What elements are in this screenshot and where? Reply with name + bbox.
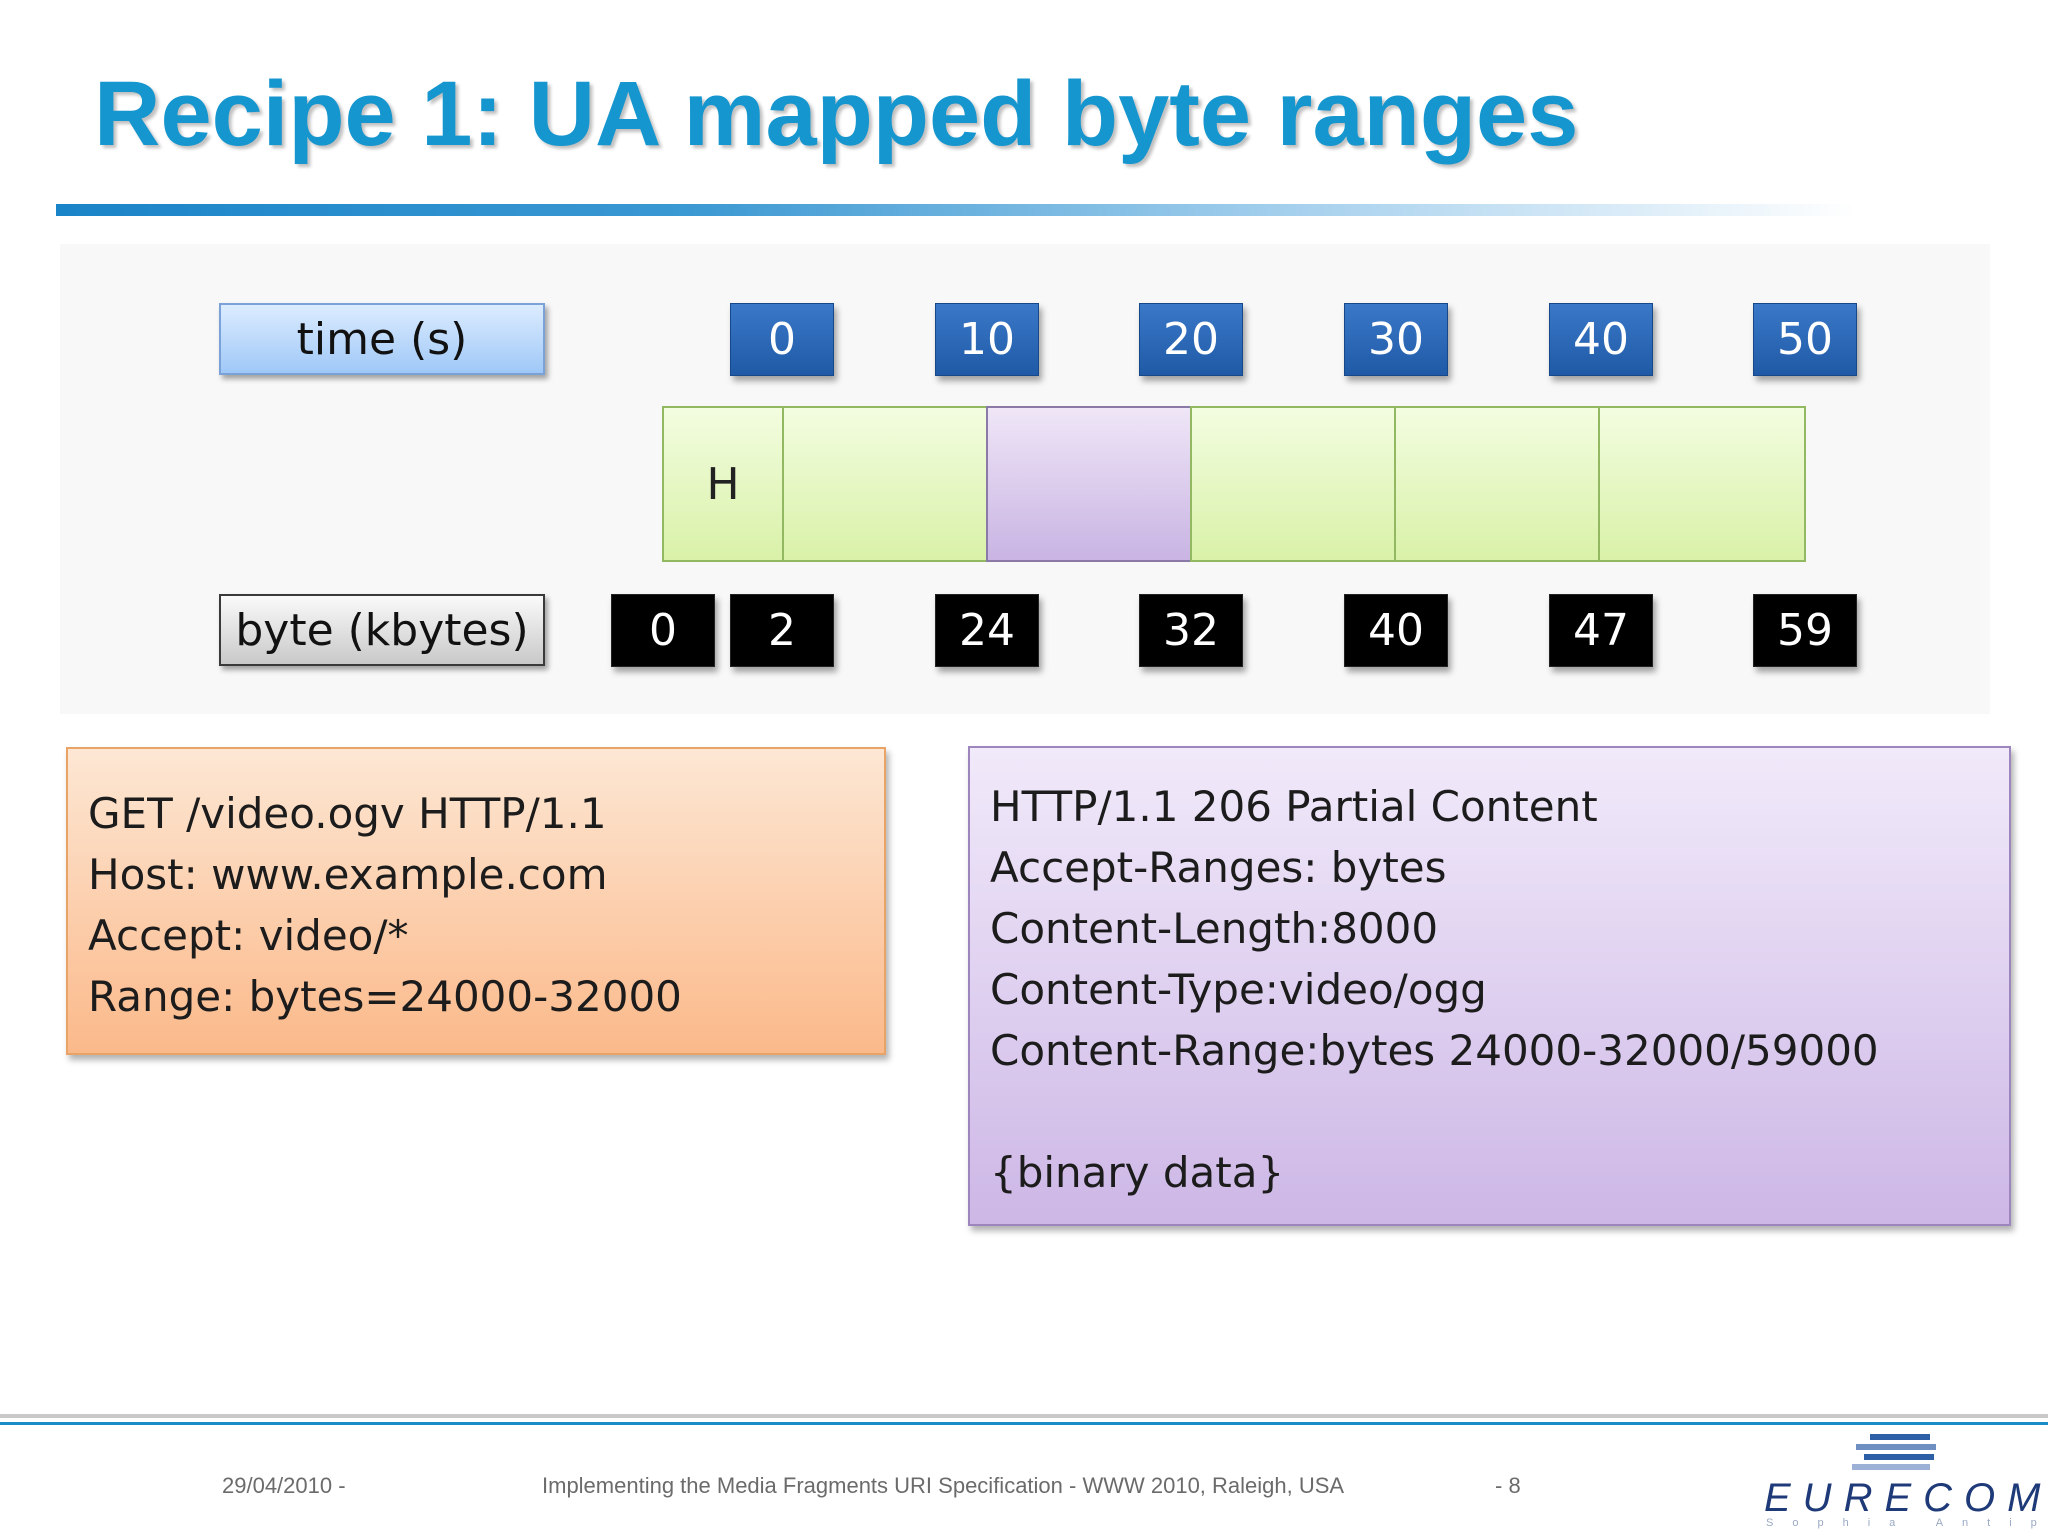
request-header-host: Host: www.example.com: [88, 850, 608, 899]
byte-tick: 24: [935, 594, 1039, 667]
footer-presentation-title: Implementing the Media Fragments URI Spe…: [542, 1473, 1345, 1498]
byte-axis-label: byte (kbytes): [219, 594, 545, 666]
response-header-accept-ranges: Accept-Ranges: bytes: [990, 843, 1447, 892]
response-header-content-length: Content-Length:8000: [990, 904, 1439, 953]
footer-divider: [0, 1414, 2048, 1418]
slide-title: Recipe 1: UA mapped byte ranges: [94, 63, 1579, 165]
response-header-content-type: Content-Type:video/ogg: [990, 965, 1487, 1014]
selected-media-segment: [986, 406, 1192, 562]
http-response-box: HTTP/1.1 206 Partial Content Accept-Rang…: [968, 746, 2011, 1226]
eurecom-logo-subtext: Sophia Antipolis: [1766, 1517, 2048, 1529]
eurecom-logo: EURECOM: [1764, 1476, 2048, 1520]
byte-tick: 59: [1753, 594, 1857, 667]
title-underline: [56, 204, 1856, 216]
eurecom-logo-mark: [1852, 1434, 1936, 1470]
response-blank-line: [990, 1081, 1989, 1142]
time-tick: 10: [935, 303, 1039, 376]
request-header-range: Range: bytes=24000-32000: [88, 972, 682, 1021]
media-segment: [1598, 406, 1806, 562]
response-status-line: HTTP/1.1 206 Partial Content: [990, 782, 1598, 831]
time-tick: 50: [1753, 303, 1857, 376]
media-segment: [1394, 406, 1600, 562]
request-header-accept: Accept: video/*: [88, 911, 409, 960]
byte-tick: 32: [1139, 594, 1243, 667]
footer-divider-accent: [0, 1422, 2048, 1425]
time-tick: 30: [1344, 303, 1448, 376]
http-request-box: GET /video.ogv HTTP/1.1 Host: www.exampl…: [66, 747, 886, 1055]
request-line: GET /video.ogv HTTP/1.1: [88, 789, 607, 838]
time-axis-label: time (s): [219, 303, 545, 375]
response-body: {binary data}: [990, 1148, 1285, 1197]
byte-tick: 47: [1549, 594, 1653, 667]
byte-tick: 40: [1344, 594, 1448, 667]
footer-page-number: - 8: [1495, 1473, 1521, 1498]
time-tick: 40: [1549, 303, 1653, 376]
byte-tick: 2: [730, 594, 834, 667]
byte-tick: 0: [611, 594, 715, 667]
response-header-content-range: Content-Range:bytes 24000-32000/59000: [990, 1026, 1879, 1075]
header-segment: H: [662, 406, 784, 562]
media-segment: [1190, 406, 1396, 562]
media-segment: [782, 406, 988, 562]
time-tick: 0: [730, 303, 834, 376]
footer-date: 29/04/2010 -: [222, 1473, 346, 1498]
time-tick: 20: [1139, 303, 1243, 376]
